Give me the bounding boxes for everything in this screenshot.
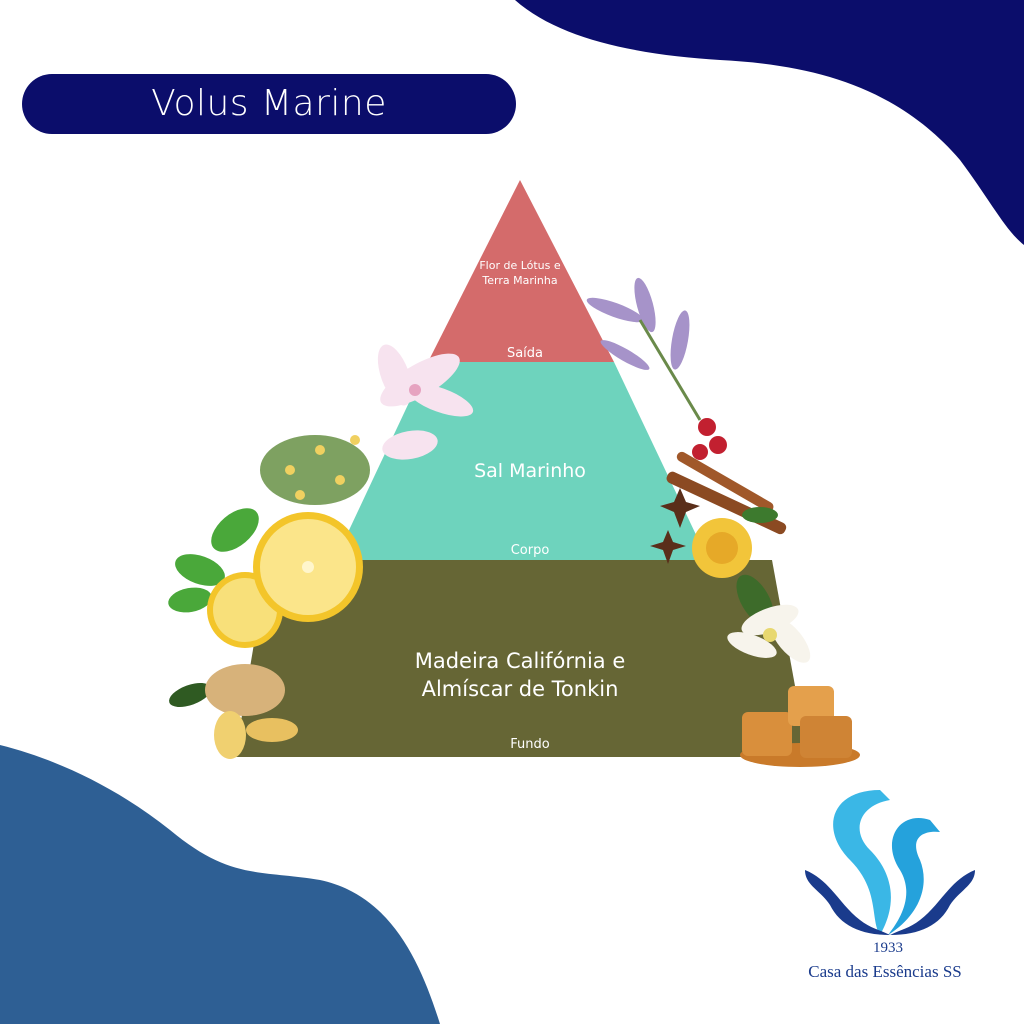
mint-icon	[168, 508, 259, 613]
top-note-line: Terra Marinha	[482, 274, 558, 287]
top-notes: Flor de Lótus e Terra Marinha	[450, 258, 590, 288]
ginger-icon	[169, 664, 298, 759]
top-tier-label: Saída	[506, 346, 544, 361]
top-right-blob	[515, 0, 1024, 245]
base-notes: Madeira Califórnia e Almíscar de Tonkin	[350, 647, 690, 703]
brand-year: 1933	[873, 940, 903, 956]
lemon-icon	[207, 512, 363, 648]
pyramid-top-tier	[428, 180, 614, 362]
top-note-line: Flor de Lótus e	[479, 259, 561, 272]
lavender-icon	[586, 277, 702, 421]
title-banner	[22, 74, 516, 134]
bottom-left-blob	[0, 745, 440, 1024]
product-title: Volus Marine	[151, 83, 387, 124]
herb-flowers-icon	[260, 435, 370, 505]
brand-logo: 1933	[805, 790, 975, 956]
caramel-icon	[740, 686, 860, 767]
lily-icon	[377, 344, 474, 460]
cherry-icon	[692, 418, 727, 460]
middle-notes: Sal Marinho	[474, 460, 586, 482]
vanilla-flower-icon	[727, 604, 811, 663]
pyramid-base-tier	[235, 560, 808, 757]
base-note-line: Madeira Califórnia e	[414, 649, 626, 673]
base-note-line: Almíscar de Tonkin	[421, 677, 619, 701]
pyramid-middle-tier	[335, 362, 708, 560]
brand-name: Casa das Essências SS	[808, 962, 962, 981]
base-tier-label: Fundo	[510, 737, 550, 752]
middle-tier-label: Corpo	[510, 543, 550, 558]
star-anise-icon	[650, 488, 700, 564]
